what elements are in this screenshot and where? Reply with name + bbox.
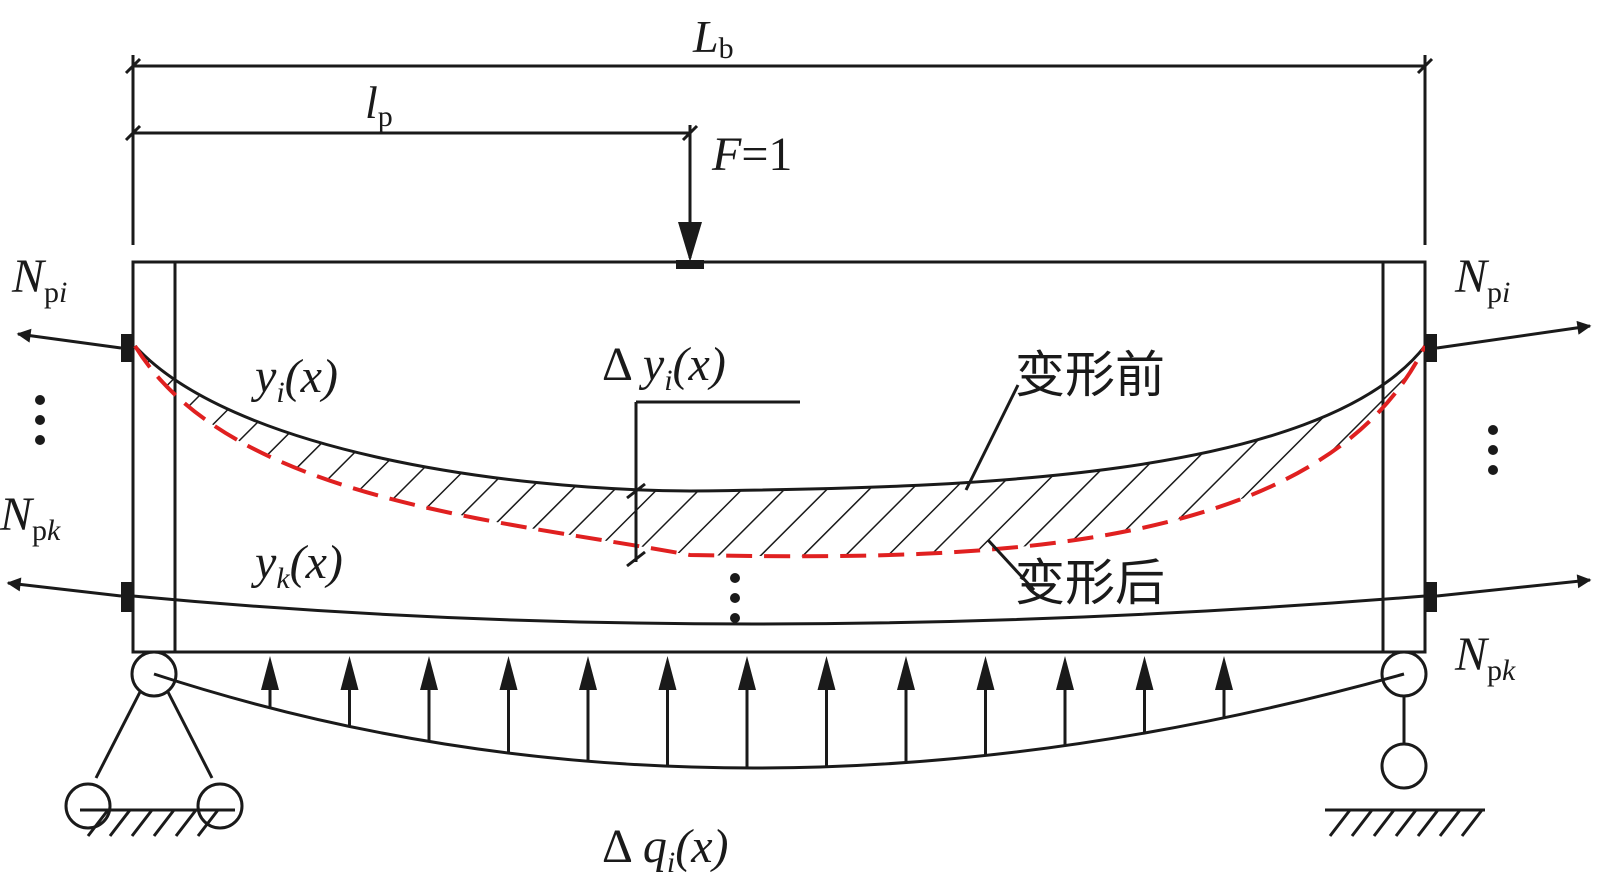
label-force-i-right: Npi (1454, 250, 1510, 309)
label-force-k-left: Npk (0, 488, 61, 547)
label-unit-load: F=1 (711, 128, 792, 181)
label-force-i-left: Npi (11, 250, 67, 309)
load-arrow-head (897, 656, 915, 690)
load-arrow-head (340, 656, 359, 690)
label-load-position: lp (365, 77, 393, 133)
load-arrow-head (738, 656, 756, 690)
left-ground-hatch (86, 809, 220, 837)
tendon-i-before (133, 344, 1427, 493)
distributed-load-curve (153, 672, 1405, 770)
label-force-k-right: Npk (1454, 628, 1516, 687)
load-arrow-head (261, 656, 279, 690)
load-arrow-head (499, 656, 518, 690)
tendon-k (132, 594, 1426, 626)
label-span-total: Lb (692, 11, 734, 65)
dimension-load-position (124, 124, 699, 145)
load-arrow-head (976, 656, 995, 690)
ellipsis-dots (35, 395, 1498, 623)
label-tendon-k: yk(x) (250, 536, 343, 595)
distributed-load-arrows (261, 656, 1233, 768)
load-arrow-head (1056, 656, 1074, 690)
label-tendon-i: yi(x) (250, 350, 338, 409)
left-pin-support (64, 650, 244, 830)
prestress-arrows (6, 320, 1592, 598)
label-before-deformation: 变形前 (1015, 346, 1165, 404)
leader-lines (626, 384, 1036, 592)
load-arrow-head (658, 656, 677, 690)
label-after-deformation: 变形后 (1015, 554, 1165, 612)
load-arrow-head (1215, 656, 1233, 690)
right-ground-hatch (1328, 809, 1484, 837)
tendon-i-after (133, 344, 1427, 559)
anchor-plates (121, 334, 1437, 612)
load-arrow-head (817, 656, 836, 690)
dimension-span-total (124, 55, 1434, 245)
load-arrow-head (579, 656, 597, 690)
load-arrow-head (1135, 656, 1154, 690)
unit-load-arrow (676, 140, 704, 269)
load-arrow-head (420, 656, 438, 690)
beam (131, 260, 1427, 654)
